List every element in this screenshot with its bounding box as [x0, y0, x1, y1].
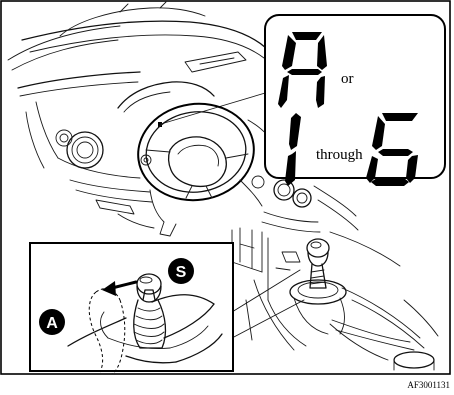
through-label: through: [316, 147, 363, 163]
marker-a: A: [39, 309, 65, 335]
marker-s-label: S: [176, 264, 187, 281]
marker-a-label: A: [46, 315, 58, 332]
or-label: or: [341, 71, 354, 87]
gear-display-callout: R or 1 through 6: [265, 15, 445, 186]
marker-s: S: [168, 258, 194, 284]
figure-id: AF3001131: [407, 380, 450, 390]
shift-inset-box: [30, 243, 233, 374]
